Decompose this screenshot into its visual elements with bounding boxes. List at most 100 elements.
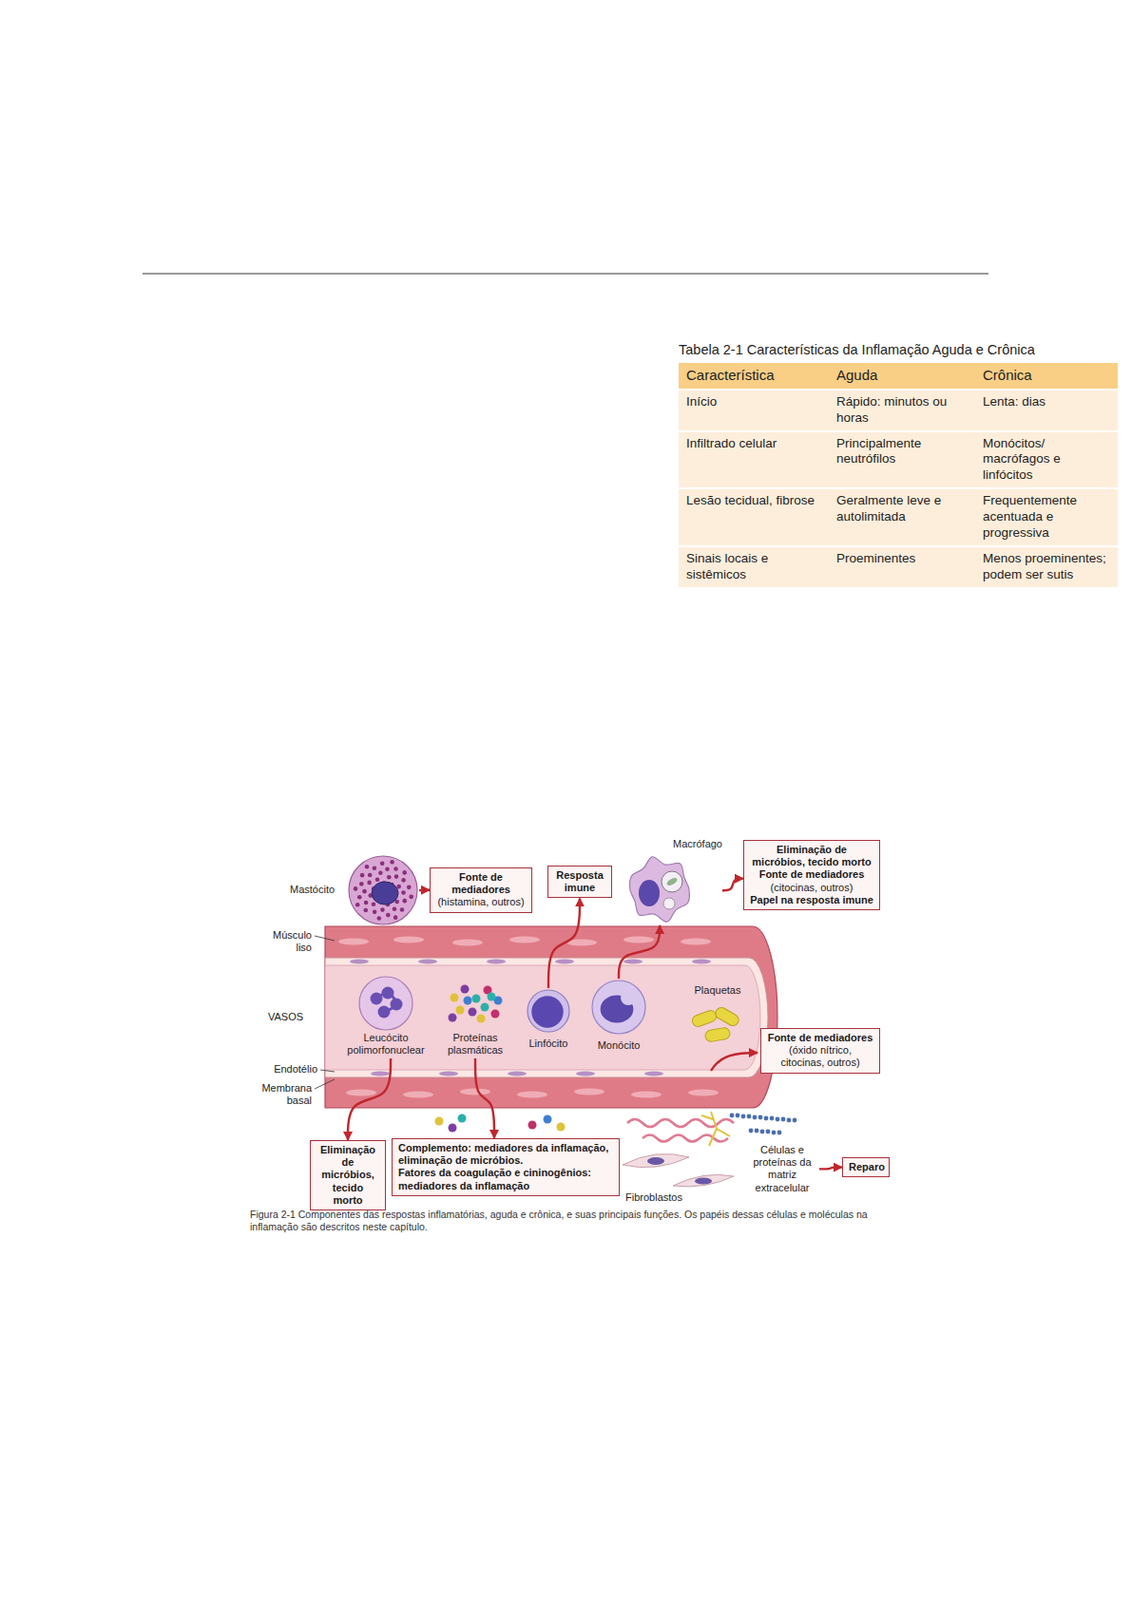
pmn-shape [359, 977, 413, 1031]
blood-vessel [680, 939, 711, 946]
neutrophil: Leucócito polimorfonuclear [338, 975, 434, 1059]
box-text: Papel na resposta imune [749, 894, 874, 907]
prot-shape [460, 985, 470, 995]
part-label: Endotélio [252, 1063, 318, 1076]
mast-shape [402, 870, 407, 876]
table-cell: Sinais locais e sistêmicos [678, 547, 829, 590]
function-box: Eliminação de micróbios, tecido morto [309, 1140, 386, 1211]
plasma-proteins: Proteínas plasmáticas [437, 978, 514, 1059]
arrow-connector [347, 1058, 391, 1141]
cell-label: Proteínas plasmáticas [437, 1032, 514, 1057]
monocyte: Monócito [585, 978, 653, 1059]
arrow-connector [475, 1058, 495, 1139]
table-cell: Menos proeminentes; podem ser sutis [975, 547, 1118, 590]
macrophage: Macrófago [619, 838, 723, 926]
table-cell: Monócitos/ macrófagos e linfócitos [975, 432, 1118, 491]
extracellular-matrix [729, 1113, 735, 1119]
mast-shape [364, 908, 369, 914]
endothelium-arrow [710, 1053, 758, 1072]
extracellular-matrix [701, 1112, 730, 1147]
arrow-connector [819, 1168, 843, 1171]
extracellular-matrix [766, 1130, 771, 1135]
extracellular-matrix [622, 1153, 690, 1168]
blood-vessel [439, 1071, 459, 1076]
cell-label: Monócito [585, 1039, 653, 1053]
extracellular-matrix [769, 1116, 775, 1122]
lymph-shape [531, 996, 563, 1028]
mono-shape [592, 980, 646, 1035]
free-proteins [435, 1114, 566, 1133]
mast-shape [393, 866, 399, 872]
mast-shape [380, 907, 385, 913]
mast-shape [393, 915, 399, 921]
blood-vessel [507, 1071, 527, 1076]
pmn-shape [378, 1006, 391, 1019]
blood-vessel [460, 1089, 491, 1096]
free-proteins [435, 1117, 444, 1127]
mast-cell: Mastócito [289, 854, 420, 927]
function-box: Fonte de mediadores(histamina, outros) [429, 867, 533, 914]
blood-vessel [452, 940, 483, 947]
blood-vessel [691, 959, 711, 964]
mast-shape [359, 882, 365, 887]
mast-shape [392, 906, 398, 912]
macro-shape [638, 880, 660, 907]
leader-lines [314, 936, 335, 941]
table-cell: Crônica [975, 363, 1118, 391]
extracellular-matrix [694, 1177, 712, 1185]
mast-shape [386, 875, 392, 881]
extracellular-matrix [747, 1114, 752, 1120]
box-text: (citocinas, outros) [749, 882, 874, 895]
mast-shape [385, 913, 391, 919]
blood-vessel [393, 937, 424, 944]
table-cell: Característica [678, 363, 829, 391]
blood-vessel [345, 1090, 377, 1097]
blood-vessel [517, 1092, 548, 1099]
blood-vessel [402, 1092, 434, 1099]
mast-shape [353, 886, 359, 892]
plat-shape [704, 1027, 731, 1043]
box-text: Fonte de mediadores [749, 868, 874, 882]
prot-shape [448, 1014, 458, 1023]
mast-shape [372, 865, 378, 871]
pmn-shape [390, 998, 403, 1012]
table-grid: CaracterísticaAgudaCrônicaInícioRápido: … [678, 363, 1118, 590]
extracellular-matrix [741, 1114, 747, 1120]
prot-shape [450, 994, 460, 1003]
mast-shape [389, 860, 395, 865]
free-proteins [528, 1121, 538, 1131]
table-cell: Principalmente neutrófilos [828, 432, 976, 491]
mast-shape [408, 895, 414, 901]
box-text: Complemento: mediadores da inflamação, e… [398, 1142, 614, 1168]
extracellular-matrix [786, 1118, 792, 1124]
mast-shape [378, 870, 384, 876]
blood-vessel [486, 959, 506, 964]
macro-shape [619, 838, 723, 926]
mast-shape [384, 867, 390, 873]
blood-vessel [566, 940, 597, 947]
extracellular-matrix [735, 1113, 741, 1119]
mast-shape [371, 901, 377, 907]
prot-shape [463, 997, 473, 1006]
mono-shape [620, 990, 636, 1006]
box-text: Células e proteínas da matriz extracelul… [745, 1144, 820, 1195]
table-cell: Rápido: minutos ou horas [828, 390, 976, 433]
leader-lines [314, 936, 335, 1090]
macro-shape [663, 898, 675, 910]
box-text: Fonte de mediadores [767, 1032, 874, 1045]
macro-shape [661, 871, 683, 893]
prot-shape [456, 1006, 465, 1016]
pmn-shape [382, 987, 395, 1000]
blood-vessel [349, 959, 711, 1076]
mast-shape [360, 873, 365, 879]
table-cell: Frequentemente acentuada e progressiva [975, 489, 1118, 548]
leader-lines [314, 1079, 335, 1090]
mast-shape [366, 881, 372, 886]
blood-vessel [644, 1071, 664, 1076]
mast-shape [372, 910, 378, 916]
cell-label: Mastócito [289, 883, 346, 897]
table-title: Tabela 2-1 Características da Inflamação… [678, 342, 1118, 359]
mast-shape [364, 864, 370, 870]
